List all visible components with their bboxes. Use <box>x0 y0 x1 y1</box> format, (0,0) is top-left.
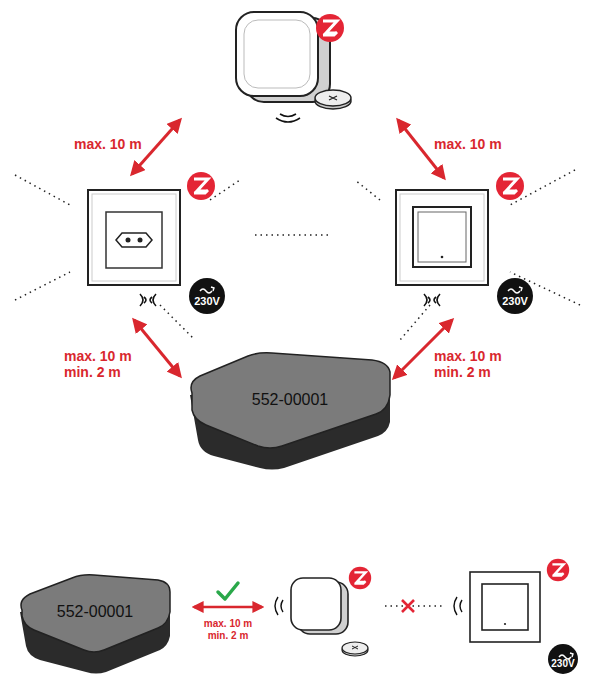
voltage-text: 230V <box>502 295 528 307</box>
gateway-label: 552-00001 <box>53 601 138 623</box>
model-number: 552-00001 <box>252 391 329 409</box>
voltage-text: 230V <box>551 658 574 669</box>
voltage-badge: 230V <box>189 278 225 314</box>
voltage-badge: 230V <box>497 278 533 314</box>
distance-label: max. 10 m min. 2 m <box>62 348 143 380</box>
model-number: 552-00001 <box>57 603 134 621</box>
distance-label: max. 10 m <box>432 136 504 152</box>
gateway-label: 552-00001 <box>248 389 333 411</box>
voltage-text: 230V <box>194 295 220 307</box>
distance-label: max. 10 m min. 2 m <box>198 618 258 641</box>
distance-label: max. 10 m min. 2 m <box>432 348 513 380</box>
distance-label: max. 10 m <box>72 136 144 152</box>
voltage-badge: 230V <box>548 644 578 674</box>
